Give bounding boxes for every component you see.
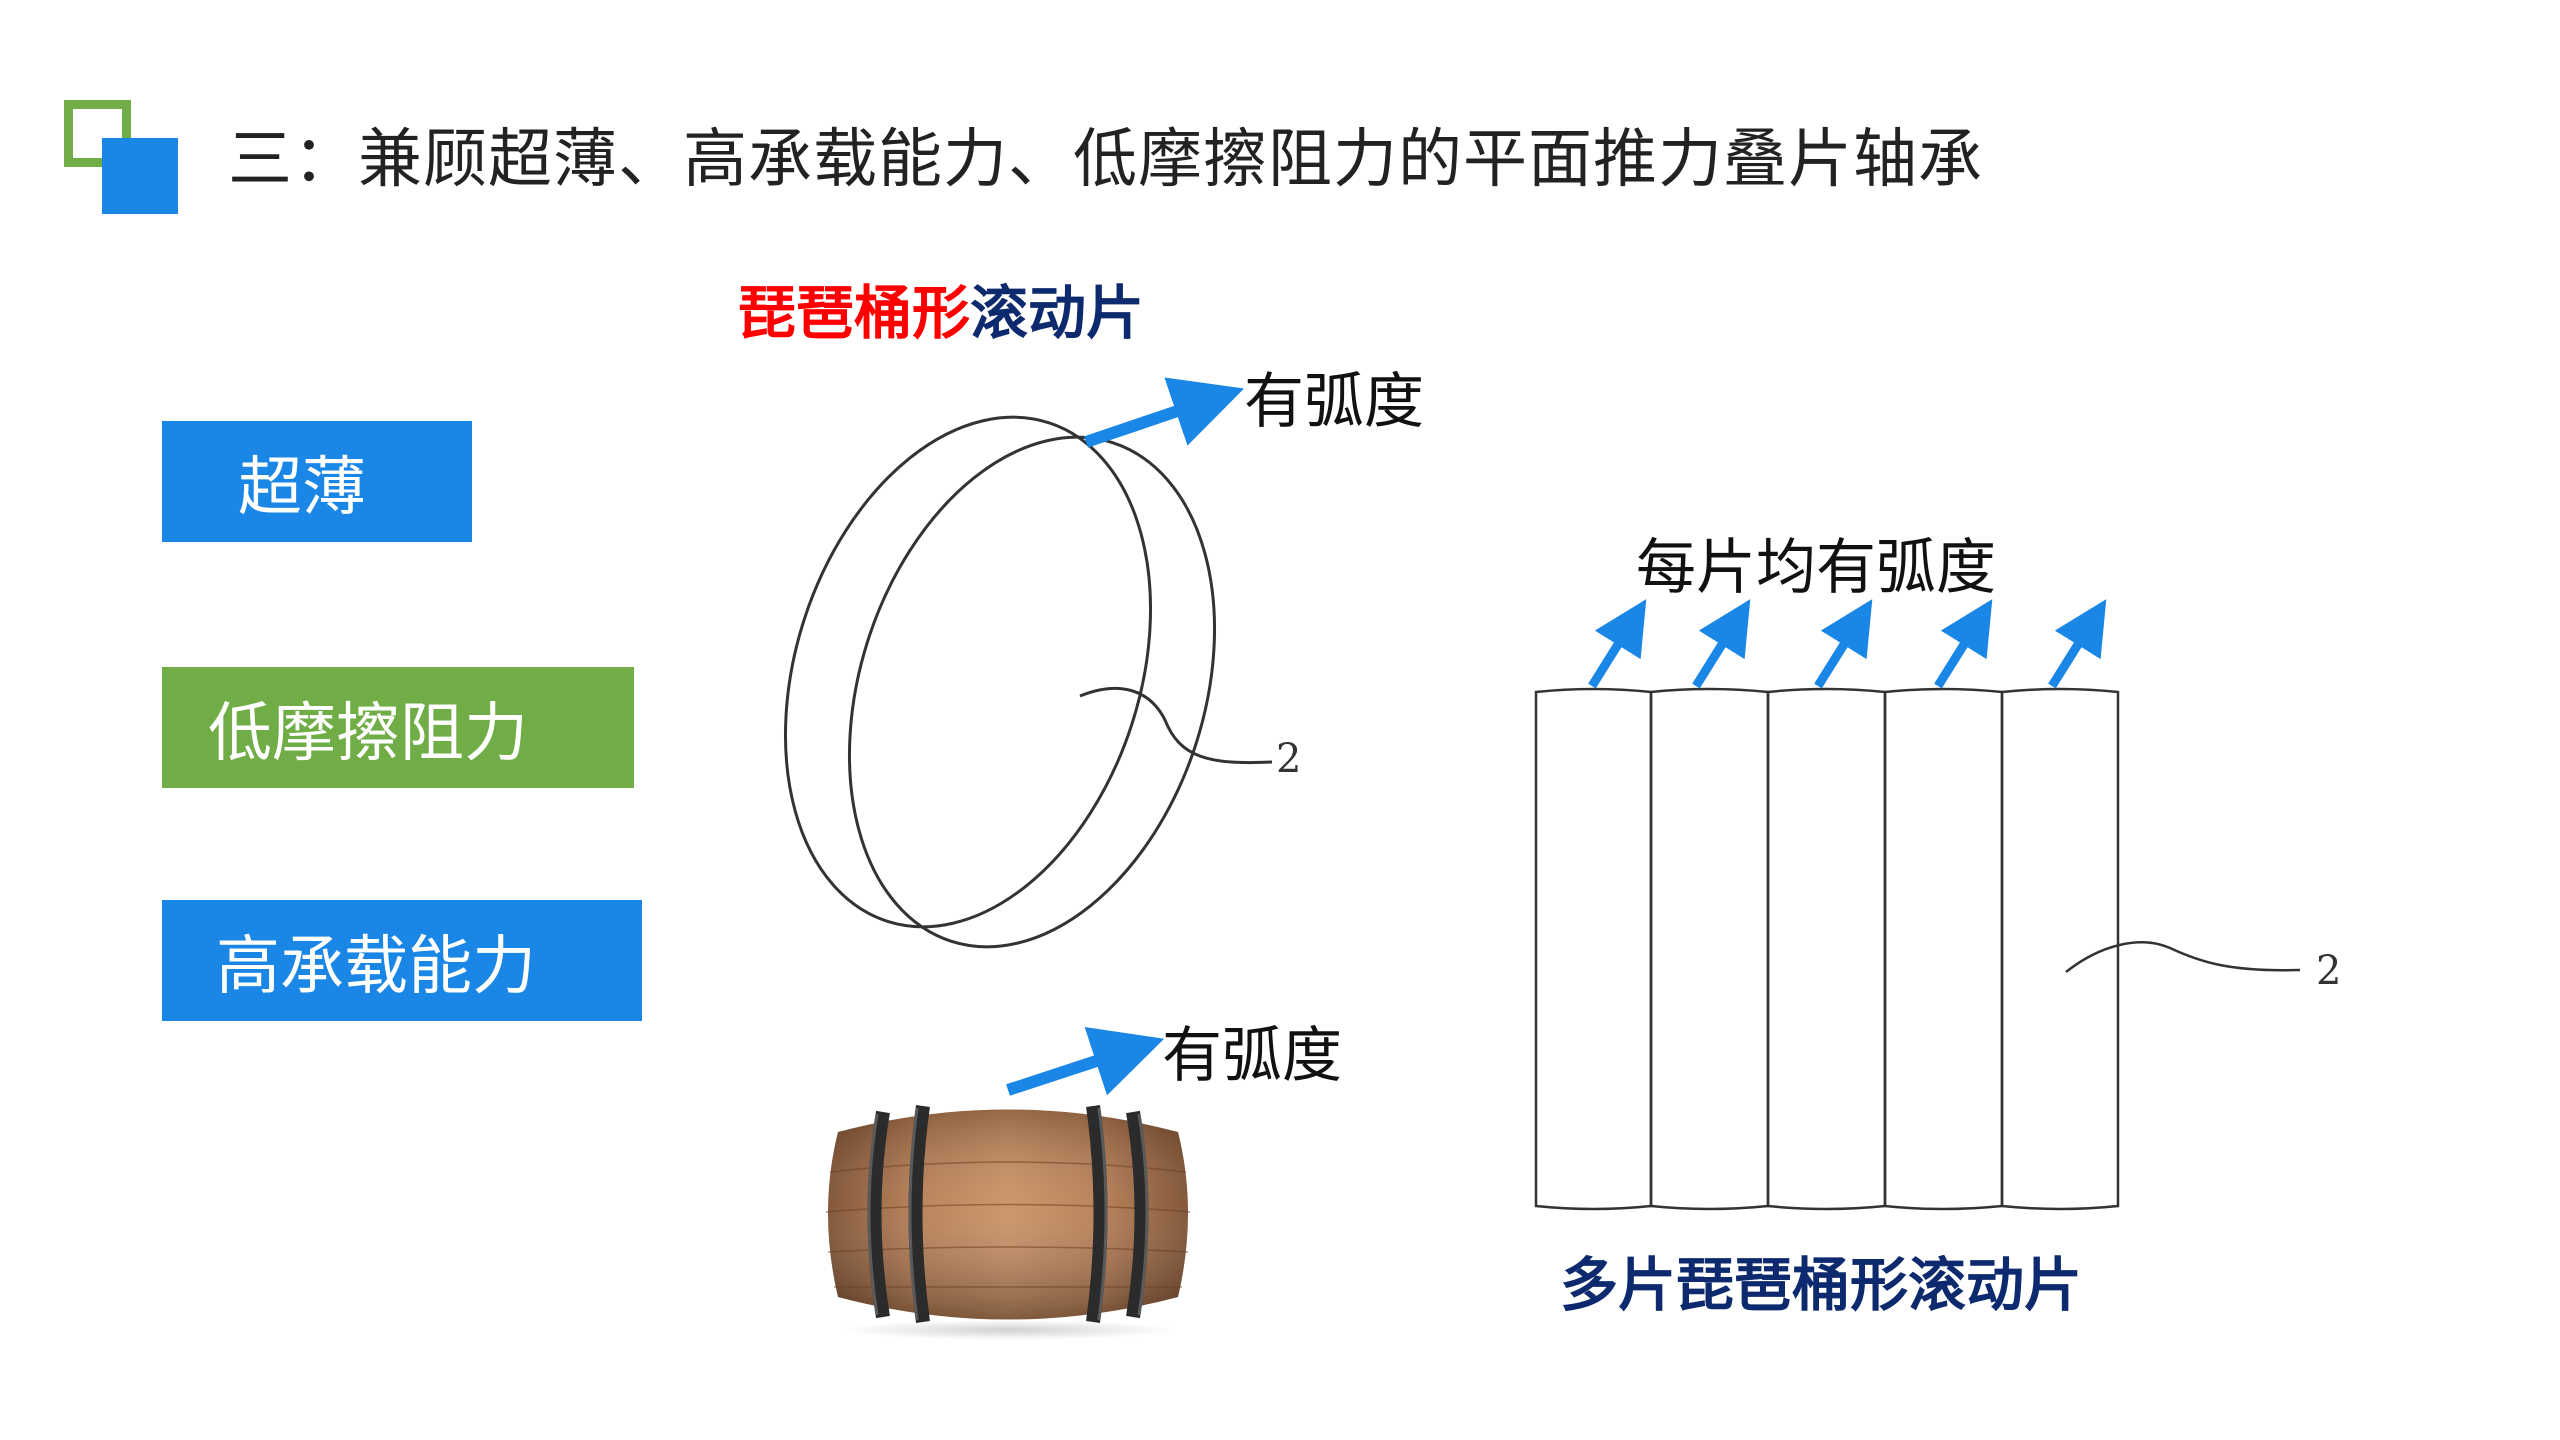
- stack-leader-line: [2065, 941, 2301, 973]
- title-logo-outline: [64, 100, 131, 167]
- stack-slice-1: [1534, 687, 1653, 1211]
- roller-part-number: 2: [1276, 736, 1301, 782]
- barrel-arc-callout: 有弧度: [1162, 1021, 1342, 1091]
- feature-high-load-box: 高承载能力: [162, 900, 642, 1021]
- stack-arc-callout: 每片均有弧度: [1636, 533, 1996, 603]
- roller-arc-arrow: [1084, 377, 1245, 448]
- roller-heading: 琵琶桶形滚动片: [738, 276, 1144, 350]
- roller-leader-line: [1079, 687, 1273, 765]
- stack-arrow-5: [2048, 599, 2107, 689]
- feature-ultrathin-label: 超薄: [238, 450, 366, 525]
- roller-heading-navy: 滚动片: [970, 279, 1145, 347]
- feature-high-load-label: 高承载能力: [216, 929, 536, 1004]
- stack-drawing: [1534, 687, 2301, 1211]
- stack-slice-5: [2000, 687, 2120, 1211]
- feature-low-friction-label: 低摩擦阻力: [208, 696, 528, 771]
- roller-disc-back-edge: [783, 415, 1153, 929]
- stack-heading: 多片琵琶桶形滚动片: [1560, 1251, 2083, 1319]
- stack-arrow-1: [1588, 599, 1647, 689]
- stack-arrow-3: [1814, 599, 1873, 689]
- roller-arc-callout: 有弧度: [1244, 367, 1424, 437]
- stack-slice-3: [1766, 687, 1887, 1211]
- feature-ultrathin-box: 超薄: [162, 421, 472, 542]
- roller-disc-drawing: [783, 415, 1273, 949]
- stack-arrows: [1588, 599, 2107, 689]
- stack-part-number: 2: [2316, 948, 2341, 994]
- title-logo-square: [102, 138, 178, 214]
- stack-slice-4: [1883, 687, 2004, 1211]
- roller-disc-front-face: [847, 435, 1217, 949]
- wooden-barrel-illustration: [825, 1105, 1191, 1340]
- stack-arrow-2: [1692, 599, 1751, 689]
- roller-heading-red: 琵琶桶形: [738, 279, 971, 347]
- stack-arrow-4: [1934, 599, 1993, 689]
- slide-title: 三：兼顾超薄、高承载能力、低摩擦阻力的平面推力叠片轴承: [228, 123, 1983, 197]
- barrel-arc-arrow: [1006, 1027, 1165, 1096]
- barrel-hoops: [867, 1105, 1149, 1323]
- stack-slice-2: [1649, 687, 1770, 1211]
- feature-low-friction-box: 低摩擦阻力: [162, 667, 634, 788]
